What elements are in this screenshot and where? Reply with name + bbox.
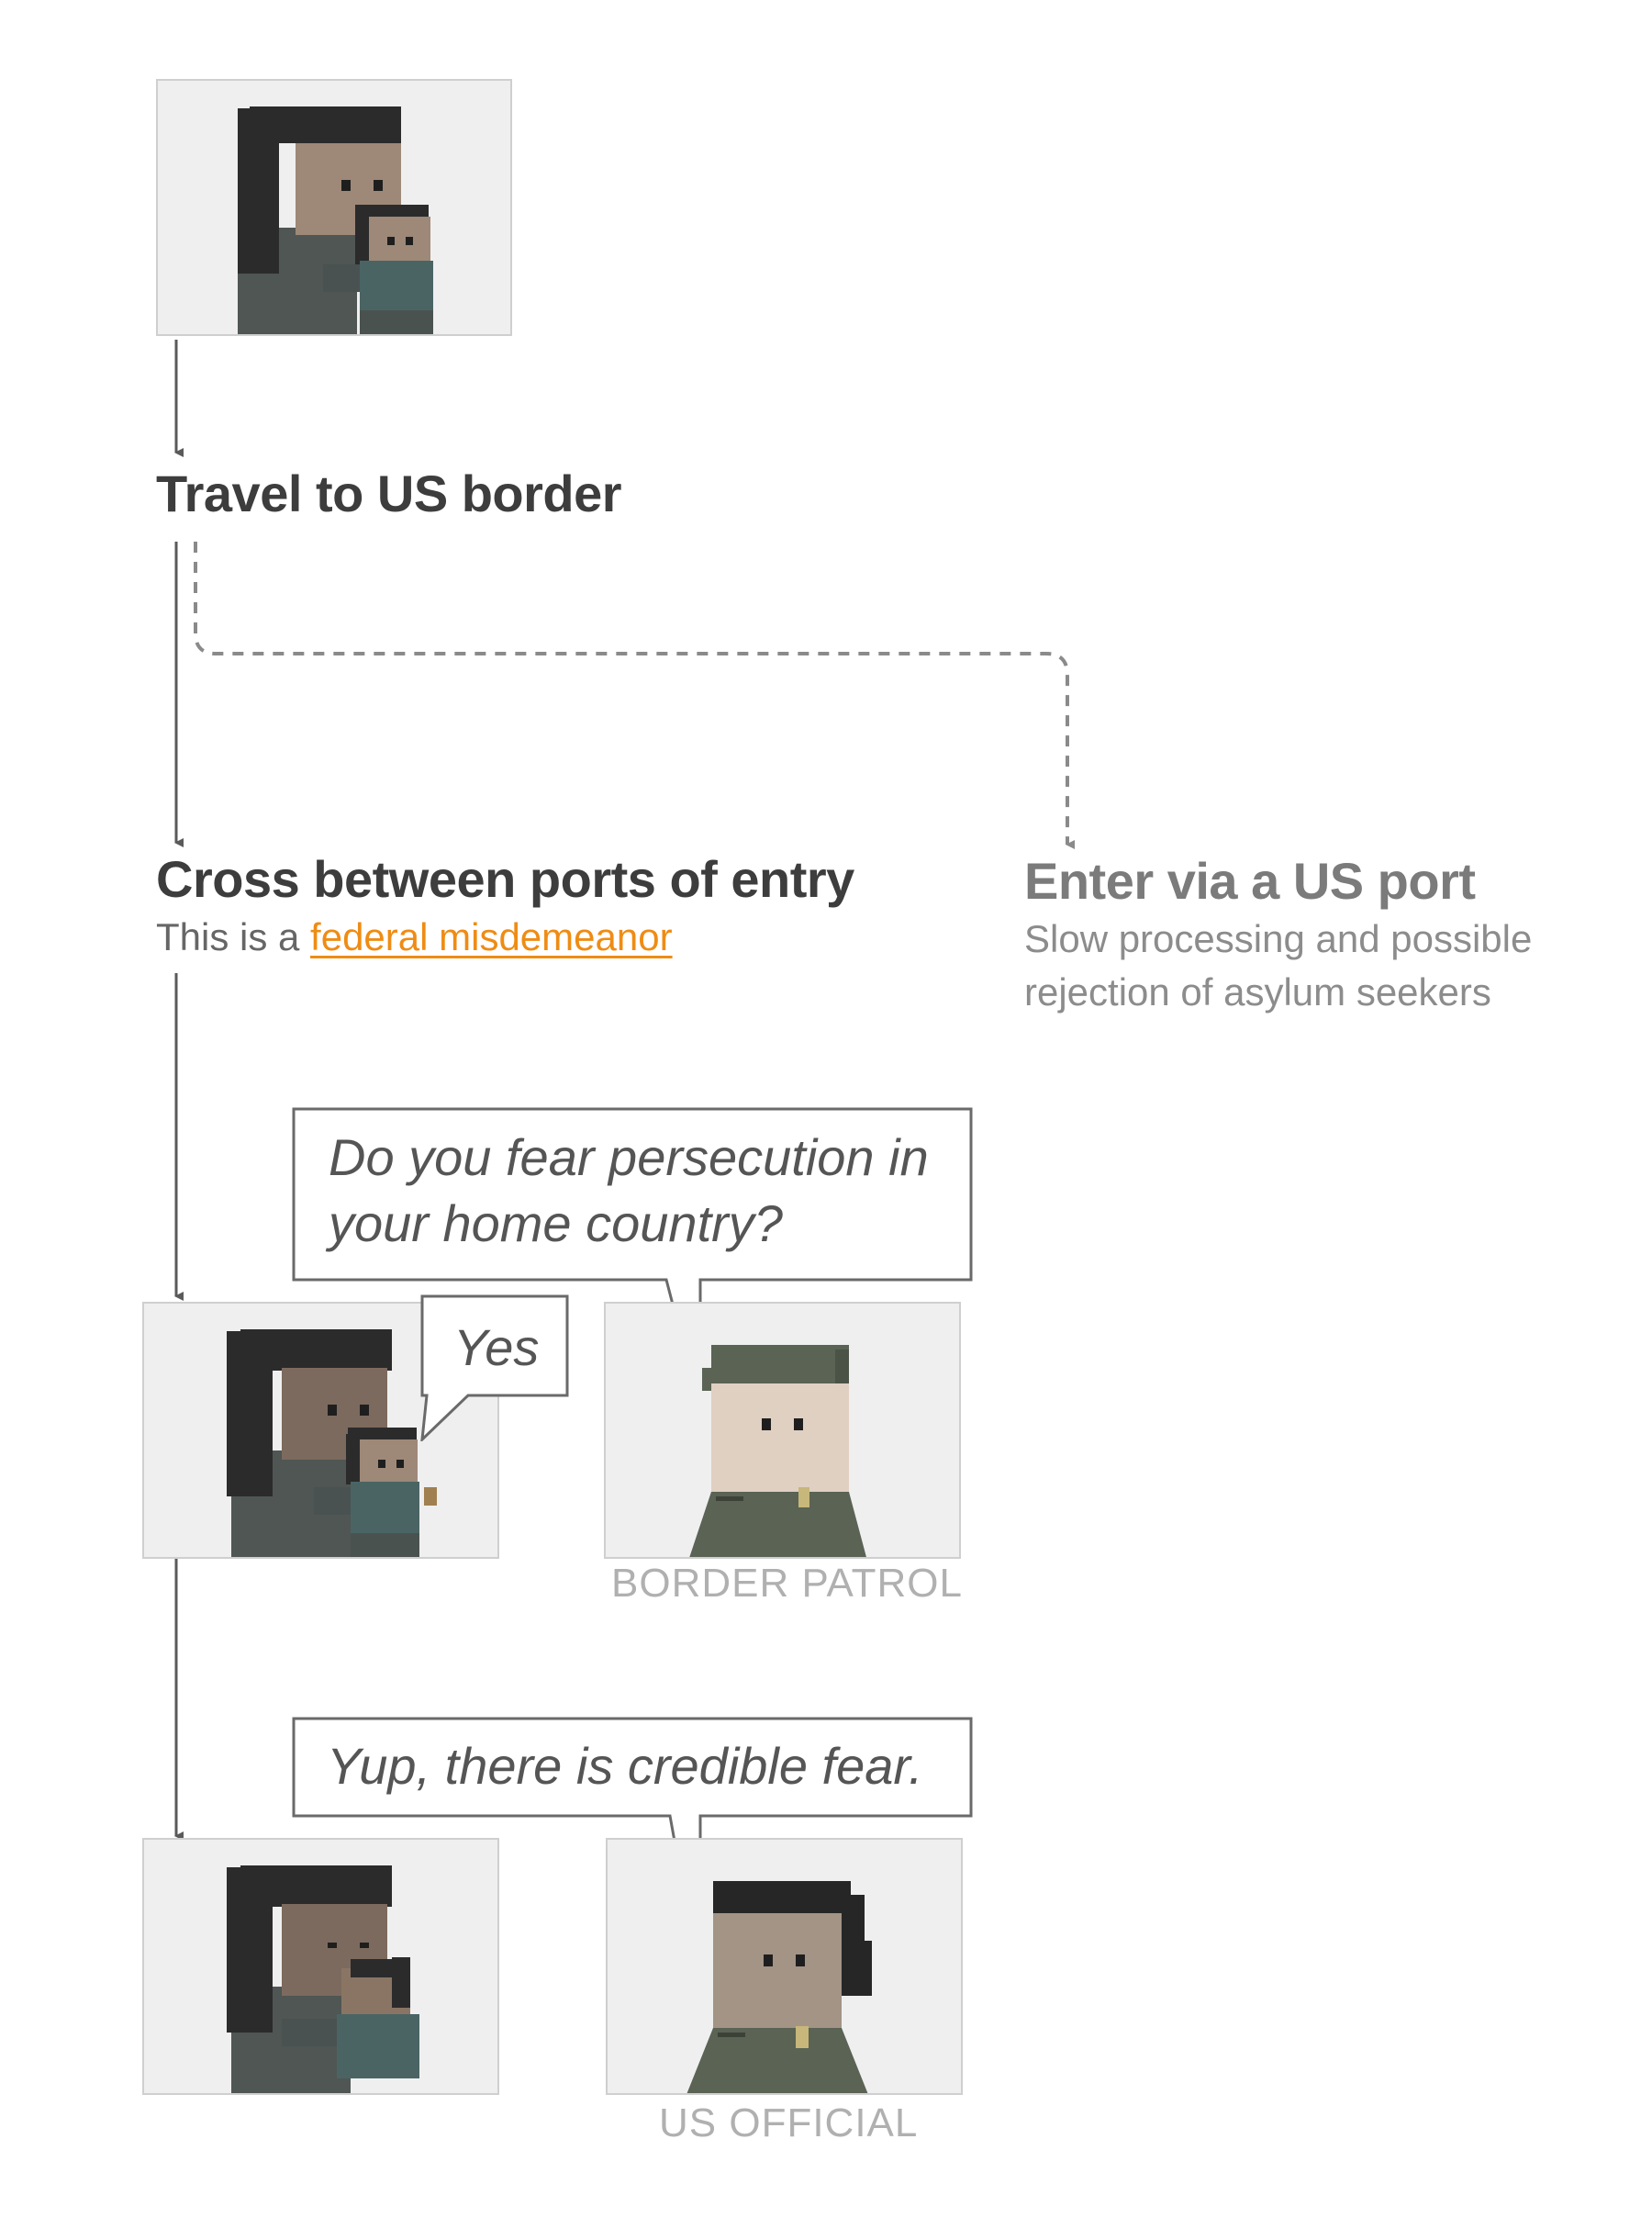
question-line1: Do you fear persecution in bbox=[329, 1128, 929, 1186]
us-official-panel bbox=[606, 1838, 963, 2095]
mother-child-answer-illustration bbox=[227, 1329, 437, 1557]
answer-text: Yes bbox=[453, 1318, 540, 1376]
step-cross-heading: Cross between ports of entry bbox=[156, 850, 854, 908]
step-port-heading: Enter via a US port bbox=[1024, 852, 1476, 910]
step-port-note-line2: rejection of asylum seekers bbox=[1024, 970, 1491, 1014]
migrant-family-panel bbox=[156, 79, 512, 336]
border-patrol-panel bbox=[604, 1302, 961, 1559]
question-line2: your home country? bbox=[329, 1194, 783, 1252]
dashed-arrow-to-port bbox=[194, 542, 1075, 849]
step-travel-heading: Travel to US border bbox=[156, 465, 622, 522]
question-text: Do you fear persecution in your home cou… bbox=[329, 1125, 929, 1257]
us-official-illustration bbox=[686, 1881, 872, 2093]
step-cross-note-prefix: This is a bbox=[156, 915, 311, 958]
us-official-caption: US OFFICIAL bbox=[659, 2100, 919, 2145]
border-patrol-caption: BORDER PATROL bbox=[611, 1561, 963, 1606]
finding-text: Yup, there is credible fear. bbox=[327, 1737, 923, 1795]
border-patrol-officer-illustration bbox=[689, 1345, 866, 1557]
answer-speech-bubble bbox=[420, 1294, 569, 1441]
mother-child-illustration bbox=[238, 106, 433, 334]
mother-hugging-child-illustration bbox=[227, 1865, 419, 2093]
step-port-note-line1: Slow processing and possible bbox=[1024, 917, 1533, 960]
migrant-relief-panel bbox=[142, 1838, 499, 2095]
federal-misdemeanor-link[interactable]: federal misdemeanor bbox=[310, 915, 673, 958]
step-port-note: Slow processing and possible rejection o… bbox=[1024, 913, 1532, 1019]
step-cross-note: This is a federal misdemeanor bbox=[156, 911, 673, 964]
